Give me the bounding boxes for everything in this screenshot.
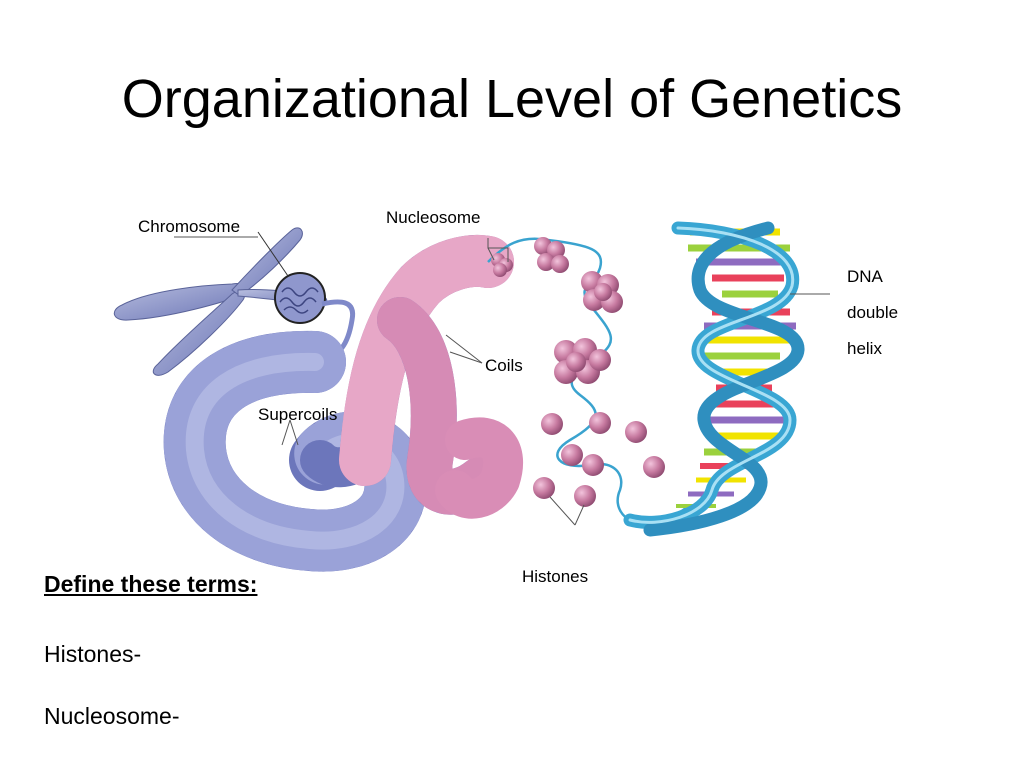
histone-ball [625,421,647,443]
histone-ball [643,456,665,478]
dna-backbone-strand [643,221,805,537]
coiled-fiber [339,234,524,519]
label-histones: Histones [522,567,589,586]
label-supercoils: Supercoils [258,405,338,424]
term-nucleosome: Nucleosome- [44,703,180,729]
linker-dna [487,237,691,527]
label-dna-line: double [847,303,899,322]
label-chromosome: Chromosome [138,217,241,236]
histone-ball [574,485,596,507]
histone-ball [541,413,563,435]
nucleosome-beads [491,237,623,384]
histone-ball [561,444,583,466]
define-terms-heading: Define these terms: [44,571,258,597]
dna-double-helix [623,221,805,537]
histone-ball [533,477,555,499]
label-nucleosome: Nucleosome [386,208,481,227]
histone-ball [589,412,611,434]
label-coils: Coils [485,356,523,375]
nucleosome-bead [581,271,623,313]
label-dna-line: helix [847,339,882,358]
nucleosome-bead [491,253,513,277]
leader-lines [174,236,830,526]
nucleosome-bead [554,338,611,384]
nucleosome-bead [534,237,569,273]
histone-ball [582,454,604,476]
chromosome-magnifier [257,231,326,324]
slide-title: Organizational Level of Genetics [121,69,903,129]
free-histones [533,412,665,507]
label-dna-line: DNA [847,267,883,286]
label-dna-double-helix: DNA double helix [847,259,898,367]
term-histones: Histones- [44,641,142,667]
